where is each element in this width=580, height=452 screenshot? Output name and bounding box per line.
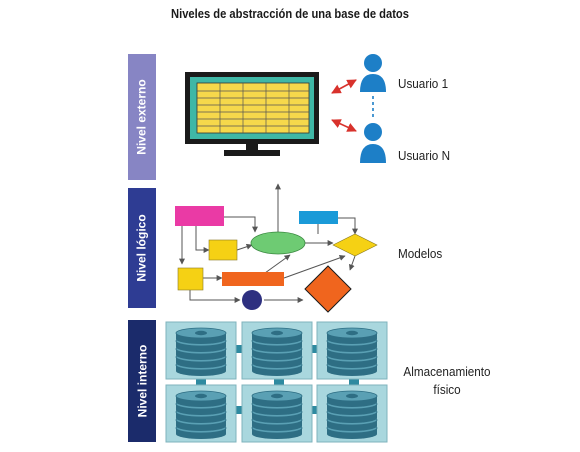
label-user-1: Usuario 1 xyxy=(398,76,449,91)
model-box-blue xyxy=(299,211,338,224)
label-models: Modelos xyxy=(398,246,443,261)
model-diamond-orange xyxy=(304,265,352,313)
user-n-icon xyxy=(360,123,386,163)
model-box-yellow-2 xyxy=(177,267,204,291)
storage-connectors xyxy=(196,345,359,414)
model-box-magenta xyxy=(175,206,224,226)
label-storage-line2: físico xyxy=(433,382,461,397)
disk-stack-icon xyxy=(165,321,237,380)
band-external: Nivel externo xyxy=(128,54,156,180)
model-circle-navy xyxy=(242,290,262,310)
band-internal: Nivel interno xyxy=(128,320,156,442)
band-logical: Nivel lógico xyxy=(128,188,156,308)
label-storage-line1: Almacenamiento xyxy=(403,364,491,379)
arrow-userN xyxy=(331,119,357,132)
disk-stack-icon xyxy=(316,384,388,443)
diagram-title: Niveles de abstracción de una base de da… xyxy=(171,6,409,21)
disk-stack-icon xyxy=(241,321,313,380)
model-box-orange xyxy=(222,272,284,286)
user-1-icon xyxy=(360,54,386,92)
disk-stack-icon xyxy=(316,321,388,380)
model-ellipse-green xyxy=(250,231,306,255)
arrow-user1 xyxy=(331,79,357,94)
monitor-icon xyxy=(185,72,319,156)
model-box-yellow-1 xyxy=(208,239,238,261)
disk-stack-icon xyxy=(241,384,313,443)
label-user-n: Usuario N xyxy=(398,148,451,163)
model-diamond-yellow xyxy=(332,233,378,257)
disk-stack-icon xyxy=(165,384,237,443)
